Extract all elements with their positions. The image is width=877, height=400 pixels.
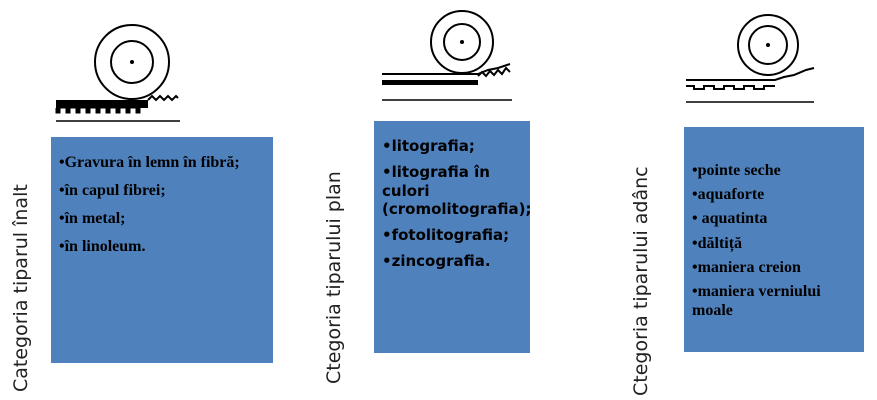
info-box: •pointe seche •aquaforte • aquatinta •dă… [684, 127, 864, 352]
panel-title: Ctegoria tiparului adânc [630, 166, 652, 396]
intaglio-printing-roller-icon [686, 14, 815, 103]
list-item: •dăltiță [692, 234, 743, 252]
list-item: •litografia; [382, 137, 475, 155]
panel-title: Ctegoria tiparului plan [323, 171, 345, 384]
list-item: •în metal; [59, 210, 126, 227]
info-box: •litografia; •litografia în culori (crom… [374, 121, 532, 353]
list-item: •maniera creion [692, 258, 801, 276]
panel-title: Categoria tiparul înalt [10, 184, 32, 392]
list-item: •în capul fibrei; [59, 182, 166, 199]
planographic-printing-roller-icon [382, 10, 512, 101]
list-item: •zincografia. [382, 251, 491, 270]
list-item: •în linoleum. [59, 238, 146, 255]
list-item: •Gravura în lemn în fibră; [59, 154, 240, 171]
list-item: •pointe seche [692, 162, 781, 179]
list-item: • aquatinta [692, 210, 768, 228]
relief-printing-roller-icon [55, 24, 180, 122]
list-item: •litografia în culori (cromolitografia); [382, 162, 532, 219]
list-item: •aquaforte [692, 186, 765, 204]
info-box: •Gravura în lemn în fibră; •în capul fib… [51, 137, 273, 363]
list-item: •maniera verniului moale [692, 282, 821, 320]
list-item: •fotolitografia; [382, 226, 510, 244]
